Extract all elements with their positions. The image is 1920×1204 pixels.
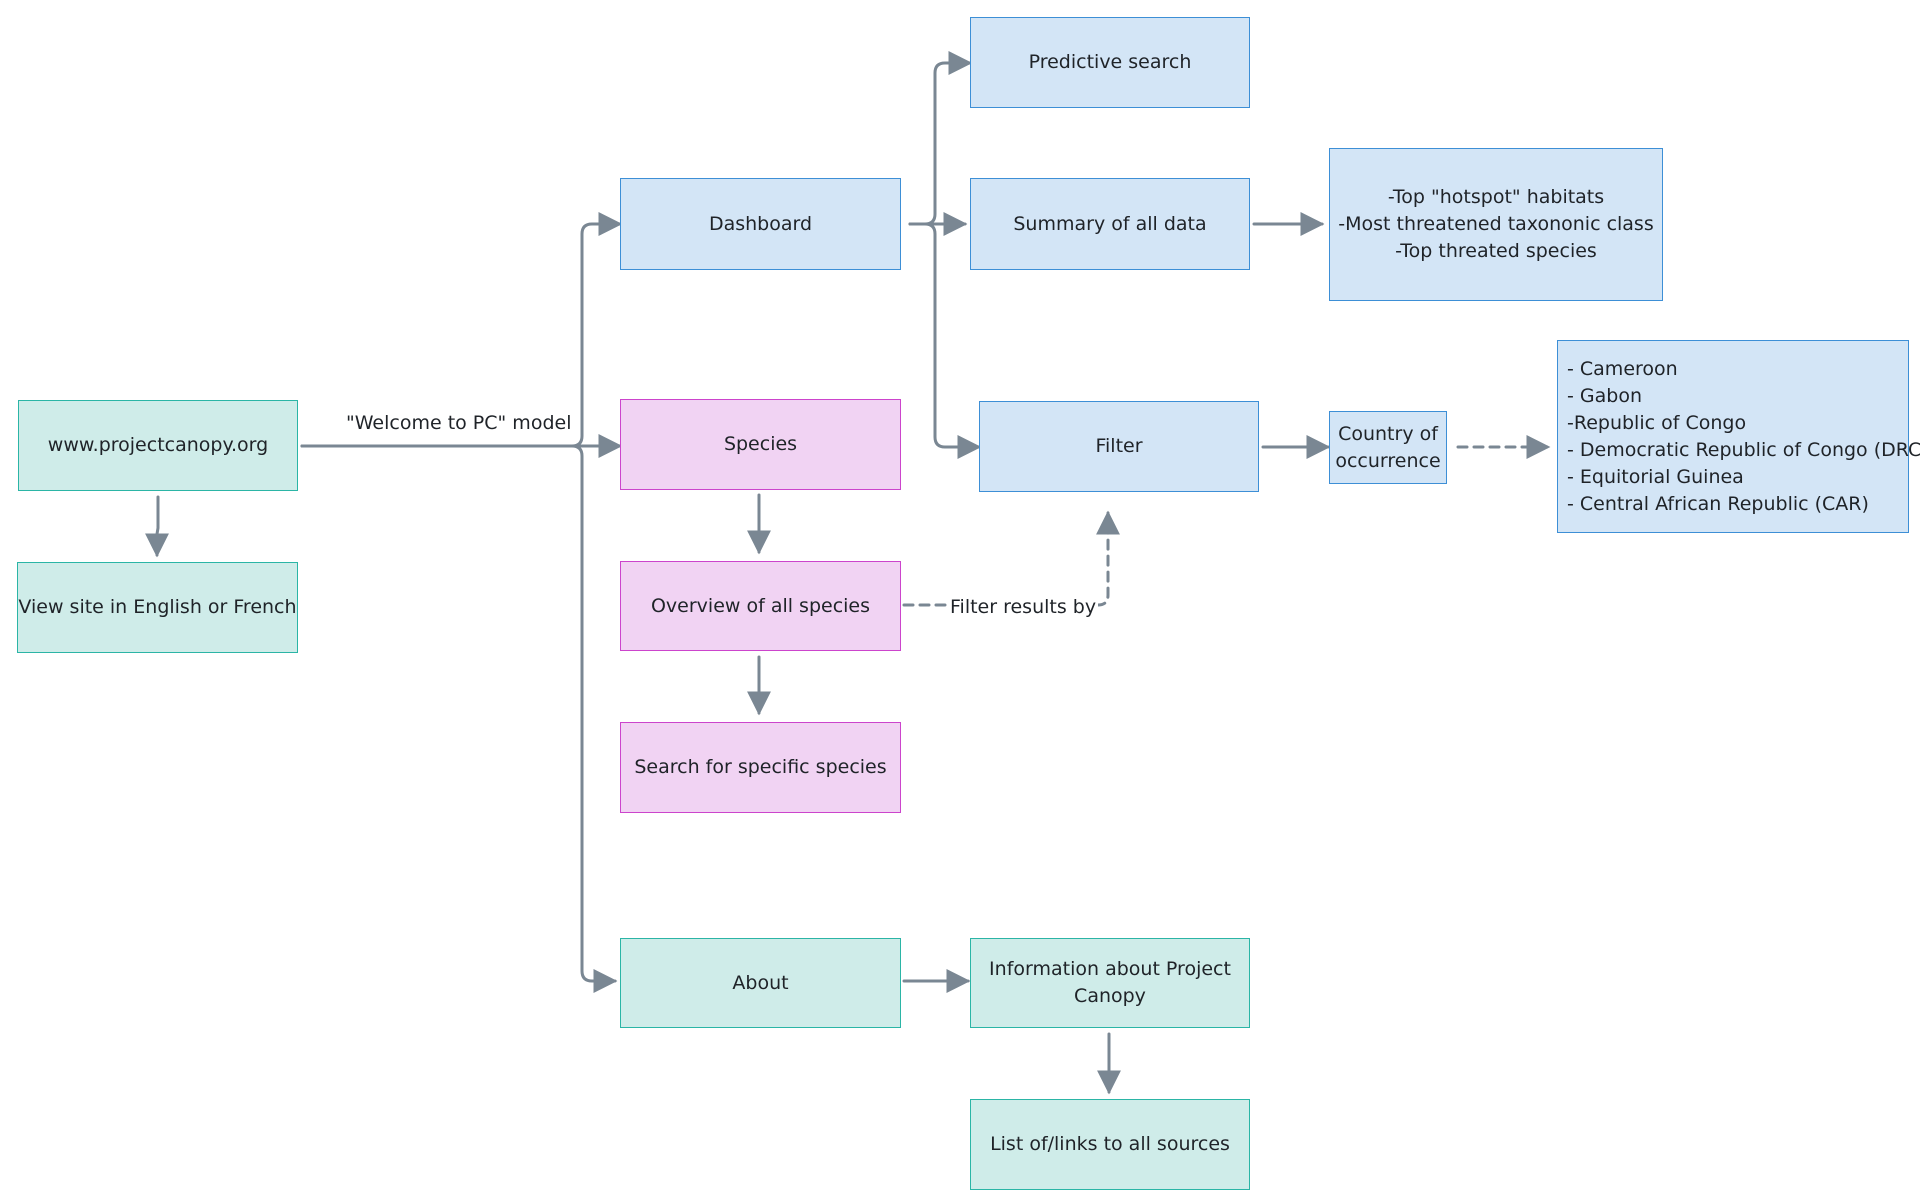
node-label-line: Overview of all species xyxy=(650,594,871,617)
node-label-line: Dashboard xyxy=(708,212,813,235)
node-label-line: Country of xyxy=(1338,422,1438,445)
node-label-line: -Most threatened taxononic class xyxy=(1338,213,1654,235)
node-label-line: Information about Project xyxy=(989,958,1231,980)
node-label-line: Canopy xyxy=(1074,985,1146,1007)
predictive-search-node[interactable]: Predictive search xyxy=(970,17,1250,108)
edge-dashboard-predictive xyxy=(908,51,973,226)
node-label-line: -Republic of Congo xyxy=(1567,411,1747,434)
node-label-line: - Cameroon xyxy=(1567,357,1678,380)
overview-node[interactable]: Overview of all species xyxy=(620,561,901,651)
edge-website-about xyxy=(300,444,618,993)
node-label-line: -Top "hotspot" habitats xyxy=(1387,186,1605,208)
search-species-node[interactable]: Search for specific species xyxy=(620,722,901,813)
species-node[interactable]: Species xyxy=(620,399,901,490)
node-label-line: www.projectcanopy.org xyxy=(47,434,269,456)
node-label-line: Summary of all data xyxy=(1013,212,1207,235)
about-node[interactable]: About xyxy=(620,938,901,1028)
edge-label-filter-results: Filter results by xyxy=(948,595,1099,619)
website-node[interactable]: www.projectcanopy.org xyxy=(18,400,298,491)
summary-node[interactable]: Summary of all data xyxy=(970,178,1250,270)
filter-node[interactable]: Filter xyxy=(979,401,1259,492)
countries-list-node[interactable]: - Cameroon - Gabon -Republic of Congo - Dem… xyxy=(1557,340,1920,533)
node-label-line: - Equitorial Guinea xyxy=(1567,465,1744,488)
node-label-line: - Gabon xyxy=(1567,384,1642,407)
node-label-line: - Central African Republic (CAR) xyxy=(1567,492,1869,515)
node-label-line: Search for specific species xyxy=(634,756,887,778)
edge-website-language xyxy=(145,495,169,558)
edge-dashboard-filter xyxy=(908,222,982,459)
sources-node[interactable]: List of/links to all sources xyxy=(970,1099,1250,1190)
node-label-line: Species xyxy=(723,433,798,455)
node-label-line: - Democratic Republic of Congo (DRC) xyxy=(1567,438,1920,461)
language-node[interactable]: View site in English or French xyxy=(17,562,298,653)
node-label-line: List of/links to all sources xyxy=(990,1133,1230,1155)
node-label-line: Filter xyxy=(1095,435,1143,457)
summary-detail-node[interactable]: -Top "hotspot" habitats -Most threatened … xyxy=(1329,148,1663,301)
country-node[interactable]: Country of occurrence xyxy=(1329,411,1447,484)
node-label-line: Predictive search xyxy=(1028,51,1192,73)
node-label-line: View site in English or French xyxy=(18,596,297,618)
node-label-line: occurrence xyxy=(1335,449,1441,472)
node-label-line: About xyxy=(732,971,789,994)
edge-overview-filter xyxy=(902,510,1120,607)
edge-label-welcome: "Welcome to PC" model xyxy=(344,411,574,435)
dashboard-node[interactable]: Dashboard xyxy=(620,178,901,270)
node-label-line: -Top threated species xyxy=(1395,240,1597,262)
